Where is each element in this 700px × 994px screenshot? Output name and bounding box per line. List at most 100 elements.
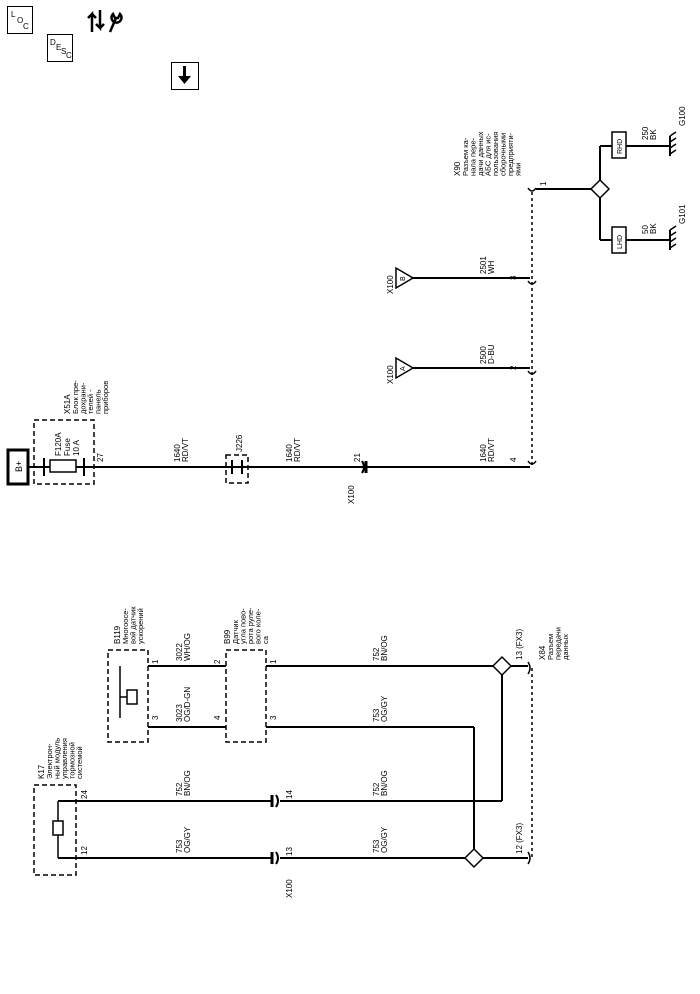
wire-color: OG/GY [380,826,389,853]
description-button[interactable]: D E S C [47,34,73,62]
sensor-b119: B119 Многоосе- вой датчик ускорений 1 3 [107,604,160,743]
wire-number: 753 [372,708,381,722]
wire-color: D-BU [487,344,496,364]
pin-label: 13 [285,847,294,856]
connector-label: X100 [347,485,356,504]
wire-number: 752 [372,782,381,796]
fusebox-id: X51A [63,394,72,414]
wire-color: BN/OG [183,770,192,796]
splice-label: J226 [235,434,244,452]
loc-letter: C [23,22,29,31]
ground-g101-icon: G101 [669,204,687,250]
wire-color: OG/GY [183,826,192,853]
wire-color: RD/VT [181,438,190,462]
desc-letter: D [50,38,56,47]
wire-number: 3023 [175,704,184,722]
wiring-diagram: .w { stroke:#000; stroke-width:2; fill:n… [6,106,687,898]
wire-number: 50 [641,225,650,234]
down-arrow-icon [178,66,191,84]
fuse-rating: 10 A [72,439,81,456]
pin-label: 1 [151,659,160,664]
pin-label: 21 [353,453,362,462]
sensor-b99: B99 Датчик угла пово- рота руле- вого ко… [213,605,278,743]
connector-label: X100 [285,879,294,898]
dlc-id: X90 [453,161,462,176]
conn-letter: B [400,276,407,281]
wire-number: 2501 [479,256,488,274]
pin-label: 13 (FX3) [515,629,524,660]
component-desc: Электрон- ный модуль управления тормозно… [45,736,84,779]
component-id: K17 [37,764,46,779]
connector-x100-pin21: 21 X100 [347,453,368,504]
wire-number: 1640 [285,444,294,462]
wire-color: BK [649,129,658,140]
wire-color: BN/OG [380,635,389,661]
wire-color: WH/OG [183,633,192,661]
toolbar: L O C D E S C [0,0,700,90]
splice-diamond [463,847,485,869]
desc-letter: E [56,43,62,52]
component-id: B99 [223,629,232,644]
wire-number: 752 [372,647,381,661]
splice-diamond [491,655,513,677]
fusebox-desc: Блок пре- дохрани- телей - панель прибор… [71,378,110,414]
pin-label: 4 [509,457,518,462]
pin-label: 2 [213,659,222,664]
bplus-label: B+ [14,461,24,472]
wire-color: BN/OG [380,770,389,796]
component-id: B119 [113,625,122,644]
option-label: LHD [617,235,624,249]
component-desc: Разъем передачи данных [546,625,570,660]
module-k17: K17 Электрон- ный модуль управления торм… [33,736,89,876]
wire-color: OG/D-GN [183,687,192,722]
download-button[interactable] [171,62,199,90]
option-diamond [589,178,611,200]
wire-number: 2500 [479,346,488,364]
wire-number: 250 [641,126,650,140]
pin-label: 1 [539,181,548,186]
wire-number: 753 [372,839,381,853]
wire-color: RD/VT [293,438,302,462]
component-desc: Многоосе- вой датчик ускорений [121,604,145,644]
wire-color: OG/GY [380,695,389,722]
ground-label: G100 [678,106,687,126]
connector-x100-pin14: 14 [270,790,294,808]
lhd-option: LHD [611,226,627,254]
wire-number: 752 [175,782,184,796]
pin-label: 12 (FX3) [515,823,524,854]
pin-label: 14 [285,790,294,799]
option-label: RHD [617,139,624,154]
dlc-desc: Разъем ка- нала пере- дачи данных АБС дл… [461,129,523,176]
wire-number: 1640 [173,444,182,462]
fuse-pin: 27 [96,453,105,462]
connector-label: X100 [386,365,395,384]
pin-label: 3 [269,715,278,720]
ground-label: G101 [678,204,687,224]
desc-letter: S [61,47,67,56]
rhd-option: RHD [611,131,627,159]
fuse-name: F120A [54,432,63,456]
ground-g100-icon: G100 [669,106,687,156]
pin-label: 12 [80,846,89,855]
fuse-word: Fuse [63,438,72,456]
component-desc: Датчик угла пово- рота руле- вого коле- … [231,605,270,644]
pin-label: 24 [80,790,89,799]
tools-arrows-icon[interactable] [86,4,124,41]
wire-number: 1640 [479,444,488,462]
connector-x100-b: B X100 [386,266,415,294]
wire-number: 753 [175,839,184,853]
battery-positive-terminal: B+ [6,448,30,486]
loc-letter: L [11,10,16,19]
desc-letter: C [66,51,72,60]
loc-letter: O [17,16,24,25]
connector-x100-a: A X100 [386,356,415,384]
location-button[interactable]: L O C [7,6,33,34]
connector-x100-pin13: 13 X100 [270,847,294,898]
wire-color: WH [487,260,496,274]
wire-color: RD/VT [487,438,496,462]
pin-label: 4 [213,715,222,720]
pin-label: 3 [151,715,160,720]
pin-label: 1 [269,659,278,664]
component-id: X84 [538,645,547,660]
wire-number: 3022 [175,643,184,661]
